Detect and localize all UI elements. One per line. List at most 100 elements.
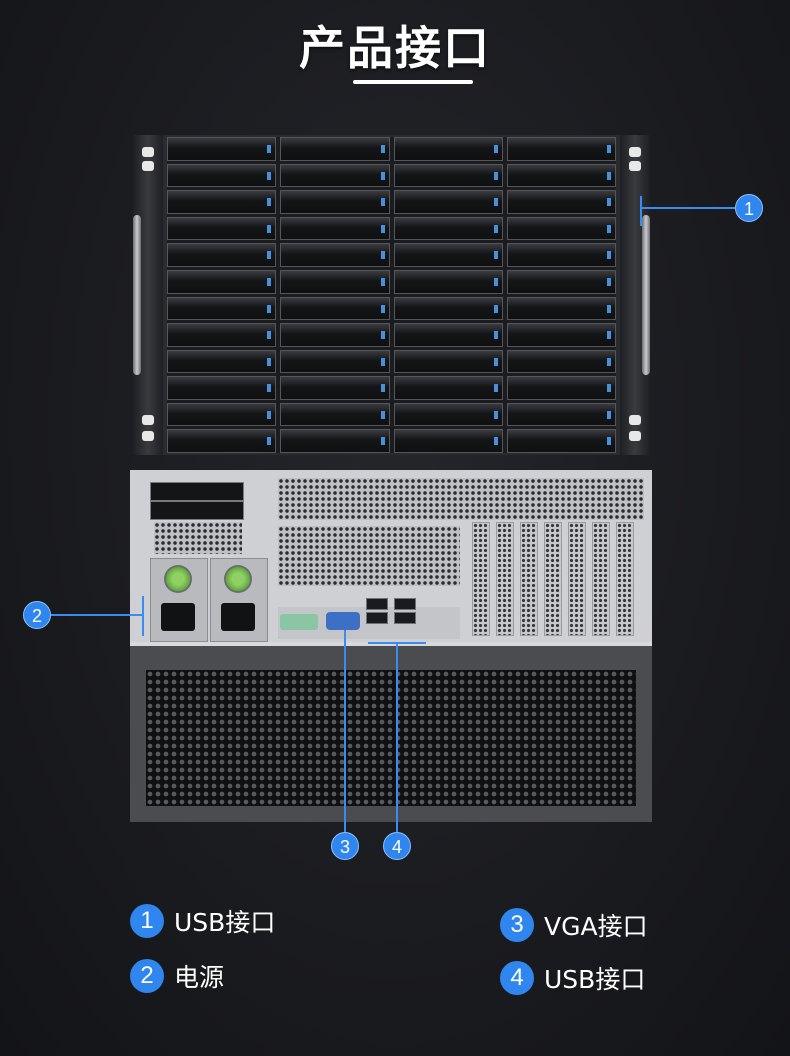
power-socket-icon [221,603,255,631]
psu-fan-icon [224,565,252,593]
serial-port [280,614,318,630]
drive-bay [167,349,277,374]
drive-bay [167,190,277,214]
mount-hole [142,161,154,171]
drive-bay [506,323,616,347]
rear-lower-section [130,646,652,822]
rack-ear-right [620,135,650,455]
drive-bay [167,243,277,267]
drive-bay [506,163,616,188]
legend-item-power: 2 电源 [130,958,224,994]
pcie-slot-cover [520,522,538,636]
drive-bay [280,243,390,267]
callout-bracket-4 [368,642,426,644]
drive-bay [393,323,503,347]
drive-bay [506,216,616,241]
pcie-slot-cover [616,522,634,636]
drive-bay [393,216,503,241]
legend-number: 1 [130,904,164,938]
pcie-slot-cover [568,522,586,636]
drive-bay [167,269,277,294]
drive-bay [393,137,503,161]
pcie-slot-cover [496,522,514,636]
legend-label: 电源 [174,963,225,992]
legend-item-usb-rear: 4 USB接口 [500,960,645,996]
drive-bay [280,296,390,321]
callout-badge-1: 1 [735,194,763,222]
power-supply-1 [150,558,208,642]
power-socket-icon [161,603,195,631]
drive-bay [280,402,390,427]
drive-bay [393,349,503,374]
drive-bay [280,216,390,241]
front-handle-left [133,215,141,375]
callout-line-2 [50,614,142,616]
drive-bay [280,429,390,453]
mount-hole [142,415,154,425]
drive-bay [393,402,503,427]
mount-hole [142,147,154,157]
mount-hole [629,147,641,157]
psu-fan-icon [164,565,192,593]
callout-line-1 [640,207,736,209]
rear-usb-port [366,612,388,624]
mount-hole [629,431,641,441]
legend-number: 2 [130,959,164,993]
drive-bay [506,243,616,267]
drive-bay [280,190,390,214]
rack-ear-left [133,135,163,455]
legend-label: USB接口 [544,965,646,994]
server-front-panel [133,135,650,455]
vga-port [326,612,360,630]
callout-badge-2: 2 [23,601,51,629]
pcie-slot-cover [472,522,490,636]
power-supply-2 [210,558,268,642]
drive-bay [167,402,277,427]
callout-line-4 [396,644,398,832]
mount-hole [142,431,154,441]
mount-hole [629,415,641,425]
callout-bracket-2 [142,596,144,636]
callout-line-3 [344,630,346,832]
drive-bay [506,402,616,427]
drive-bay [167,296,277,321]
drive-bay [393,243,503,267]
drive-bay [167,376,277,400]
drive-bay [506,296,616,321]
drive-bay [280,137,390,161]
drive-bay [506,376,616,400]
legend-label: USB接口 [174,908,276,937]
rear-io-section [130,470,652,642]
drive-bay [280,323,390,347]
callout-badge-4: 4 [383,832,411,860]
top-vent [278,478,644,520]
callout-badge-3: 3 [331,832,359,860]
drive-bay [167,429,277,453]
drive-bay [506,349,616,374]
drive-bay-grid [167,137,616,453]
legend-number: 3 [500,908,534,942]
rear-usb-port [394,612,416,624]
legend-label: VGA接口 [544,912,648,941]
mid-vent [278,526,460,586]
drive-bay [167,323,277,347]
rear-usb-port [366,598,388,610]
rear-vent [154,522,242,554]
drive-bay [393,269,503,294]
drive-bay [506,269,616,294]
legend-item-vga: 3 VGA接口 [500,907,648,943]
legend-item-usb-front: 1 USB接口 [130,903,275,939]
drive-bay [280,349,390,374]
drive-bay [167,137,277,161]
drive-bay [506,429,616,453]
drive-bay [280,269,390,294]
drive-bay [393,429,503,453]
title-underline [353,80,473,84]
drive-bay [167,163,277,188]
front-handle-right [642,215,650,375]
callout-bracket-1 [640,196,642,226]
drive-bay [167,216,277,241]
fan-grill [146,670,636,806]
page-title: 产品接口 [299,21,491,75]
